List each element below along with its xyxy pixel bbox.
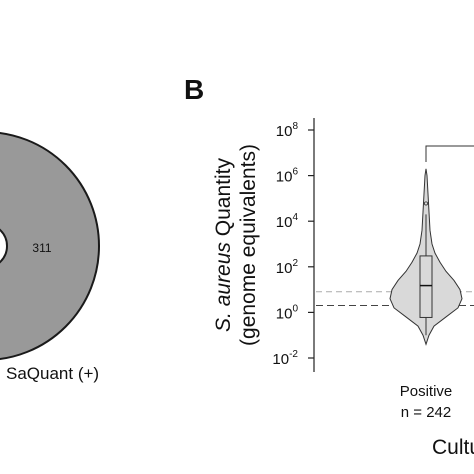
- bracket-line: [425, 145, 474, 162]
- y-axis-title: S. aureus Quantity (genome equivalents): [212, 144, 260, 346]
- outlier-point: [423, 201, 428, 206]
- category-n-positive: n = 242: [401, 404, 451, 421]
- y-axis-title-line2: (genome equivalents): [237, 144, 260, 346]
- y-axis-title-italic: S. aureus: [212, 242, 235, 332]
- category-label-positive: Positive: [400, 383, 453, 400]
- panel-label: B: [184, 74, 204, 105]
- donut-hole: [0, 228, 8, 264]
- violin-plot: [389, 168, 463, 346]
- y-axis-title-line1: S. aureus Quantity: [212, 158, 235, 332]
- y-axis-title-rest: Quantity: [212, 158, 235, 243]
- y-tick-label: 108: [276, 121, 299, 140]
- y-tick-label: 106: [276, 167, 299, 186]
- y-tick-label: 102: [276, 258, 299, 277]
- y-tick-group: 108 106 104 102 100 10-2: [272, 121, 314, 368]
- donut-slice: [0, 132, 100, 360]
- y-tick-label: 100: [276, 303, 299, 322]
- donut-slice-label: 311: [32, 241, 51, 255]
- y-tick-label: 104: [276, 212, 299, 231]
- significance-bracket: [425, 145, 474, 162]
- donut-chart: 311: [0, 132, 100, 360]
- donut-caption: SaQuant (+): [6, 364, 99, 383]
- x-axis-title: Cultu: [432, 436, 474, 459]
- y-tick-label: 10-2: [272, 349, 298, 368]
- box-iqr: [419, 255, 433, 318]
